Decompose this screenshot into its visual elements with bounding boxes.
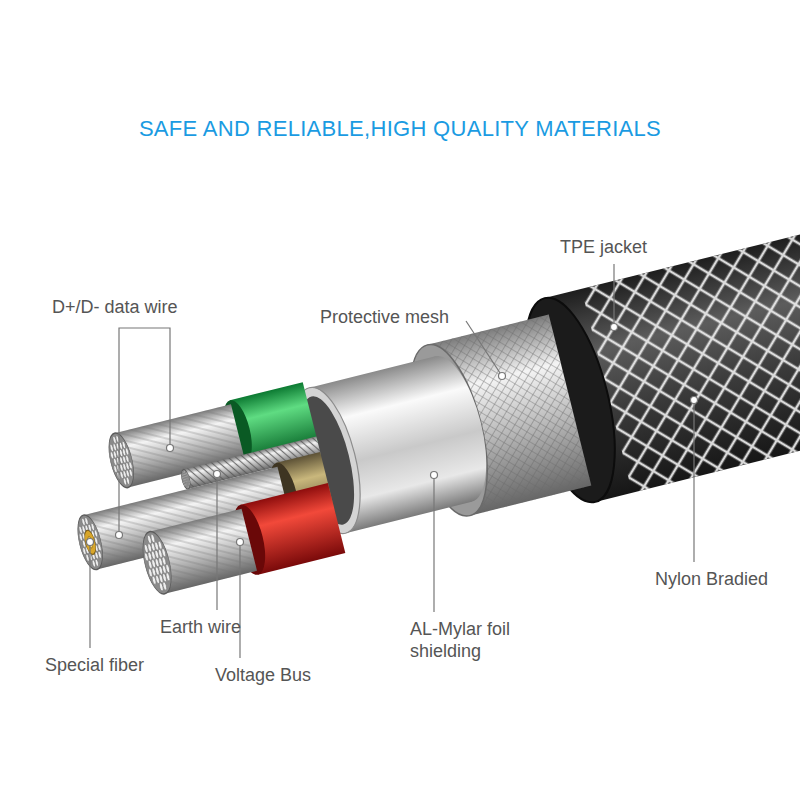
- strand-end: [122, 441, 127, 449]
- strand-end: [128, 469, 133, 477]
- leader-line: [693, 400, 694, 562]
- leader-line: [216, 474, 217, 610]
- leader-dot: [431, 472, 438, 479]
- strand-end: [188, 482, 190, 485]
- leader-line: [613, 264, 614, 327]
- part-label: Nylon Bradied: [655, 568, 768, 590]
- conductor-face: [180, 469, 192, 490]
- strand-end: [97, 551, 102, 559]
- strand-end: [165, 572, 170, 581]
- leader-line: [239, 542, 240, 658]
- strand-end: [165, 564, 170, 573]
- strand-end: [161, 556, 166, 565]
- strand-end: [126, 477, 131, 485]
- part-label: D+/D- data wire: [52, 296, 178, 318]
- title-text: SAFE AND RELIABLE,HIGH QUALITY MATERIALS: [139, 116, 661, 141]
- strand-ends: [138, 529, 177, 597]
- leader-dot: [499, 373, 506, 380]
- leader-line: [433, 475, 434, 612]
- leader-dot: [237, 539, 244, 546]
- strand-end: [128, 461, 133, 469]
- leader-dot: [116, 532, 123, 539]
- strand-end: [162, 581, 167, 590]
- strand-end: [150, 534, 155, 543]
- part-label: Protective mesh: [320, 306, 449, 328]
- strand-end: [84, 517, 89, 525]
- strand-end: [95, 559, 100, 567]
- strand-ends: [104, 431, 138, 490]
- part-label: Voltage Bus: [215, 664, 311, 686]
- strand-end: [94, 529, 99, 537]
- conductor-face: [104, 431, 138, 490]
- strand-end: [97, 543, 102, 551]
- leader-dot: [691, 397, 698, 404]
- strand-end: [157, 541, 162, 550]
- leader-dot: [167, 445, 174, 452]
- conductor-face: [138, 529, 177, 597]
- part-label: TPE jacket: [560, 236, 647, 258]
- wire-bundle: [55, 382, 346, 615]
- strand-end: [125, 448, 130, 456]
- leader-line: [466, 321, 502, 376]
- foil-seam: [408, 349, 499, 508]
- bracket-line: [119, 328, 170, 535]
- strand-end: [90, 523, 95, 531]
- strand-end: [161, 548, 166, 557]
- strand-end: [125, 455, 130, 463]
- part-label: Earth wire: [160, 616, 241, 638]
- cable-drawing: [49, 172, 800, 625]
- wire: [137, 483, 346, 601]
- leader-dots: [87, 324, 698, 546]
- part-label: Special fiber: [45, 654, 144, 676]
- leader-dot: [611, 324, 618, 331]
- leader-dot: [214, 471, 221, 478]
- strand-ends: [180, 469, 192, 490]
- strand-end: [187, 485, 189, 488]
- heading: SAFE AND RELIABLE,HIGH QUALITY MATERIALS: [0, 116, 800, 142]
- leader-line: [89, 542, 90, 648]
- leader-dot: [87, 539, 94, 546]
- leader-lines: [90, 264, 694, 658]
- part-label: AL-Mylar foil shielding: [410, 618, 542, 662]
